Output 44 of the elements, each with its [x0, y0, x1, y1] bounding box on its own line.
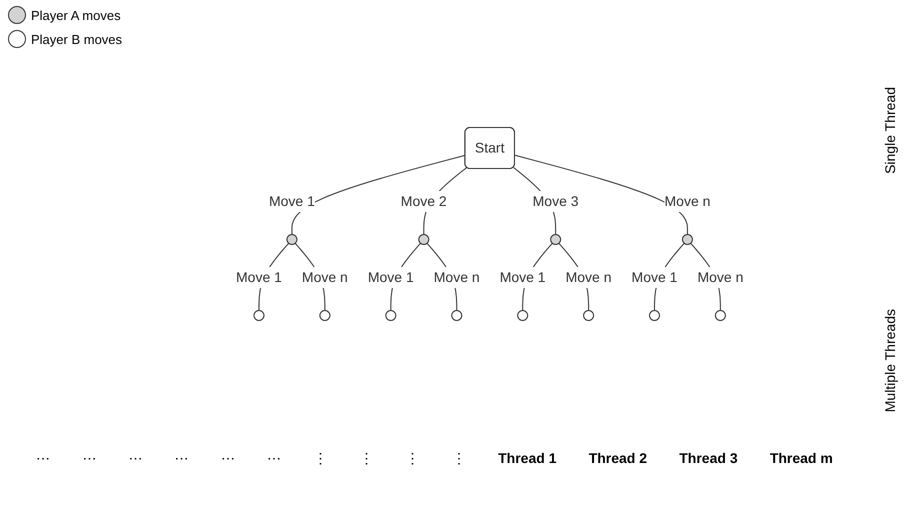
ellipsis: ⋯ — [220, 450, 236, 466]
thread-label: Thread 1 — [497, 450, 558, 466]
edge-label: Move 1 — [368, 269, 414, 285]
edge-label: Move n — [698, 269, 744, 285]
node-circle — [517, 310, 528, 321]
edge-label: Move 1 — [269, 193, 316, 209]
thread-label: Thread m — [768, 450, 834, 466]
ellipsis: ⋯ — [128, 450, 144, 466]
edge-label: Move 2 — [401, 193, 448, 209]
thread-label: Thread 2 — [588, 450, 648, 466]
node-circle — [254, 310, 265, 321]
thread-label: Thread 3 — [678, 450, 739, 466]
node-circle — [649, 310, 660, 321]
node-circle — [682, 234, 694, 245]
connector — [292, 154, 466, 235]
edge-label: Move 1 — [500, 269, 546, 285]
ellipsis: ⋯ — [266, 450, 282, 466]
ellipsis: ⋮ — [312, 450, 328, 466]
edge-label: Move n — [302, 269, 348, 285]
ellipsis: ⋮ — [404, 450, 421, 466]
node-circle — [452, 310, 463, 321]
node-circle — [320, 310, 331, 321]
node-circle — [286, 234, 298, 245]
ellipsis: ⋮ — [450, 450, 467, 466]
edge-label: Move n — [434, 269, 480, 285]
ellipsis: ⋯ — [35, 450, 52, 466]
edge-label: Move 1 — [632, 269, 678, 285]
node-circle — [715, 310, 726, 321]
node-circle — [418, 234, 430, 245]
edge-label: Move 3 — [532, 193, 579, 209]
connector — [514, 154, 688, 235]
legend-label: Player B moves — [31, 32, 122, 46]
ellipsis: ⋮ — [358, 450, 375, 466]
edge-label: Move n — [566, 269, 612, 285]
legend-label: Player A moves — [31, 8, 121, 22]
edge-label: Move n — [664, 193, 711, 209]
section-label: Multiple Threads — [882, 309, 898, 413]
node-circle — [583, 310, 594, 321]
node-circle — [550, 234, 562, 245]
section-label: Single Thread — [882, 87, 898, 174]
edge-label: Move 1 — [236, 269, 282, 285]
ellipsis: ⋯ — [174, 450, 190, 466]
ellipsis: ⋯ — [81, 450, 98, 466]
node-circle — [386, 310, 397, 321]
